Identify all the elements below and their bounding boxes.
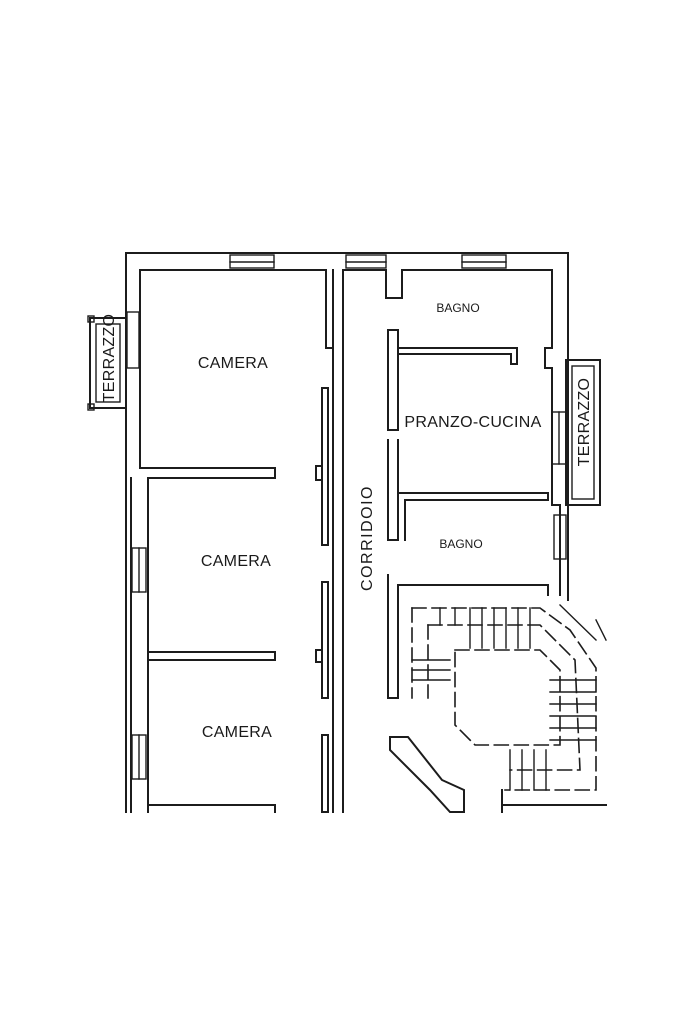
label-corridoio: CORRIDOIO [359, 485, 376, 591]
label-camera-top: CAMERA [198, 355, 268, 372]
label-terrazzo-left: TERRAZZO [101, 314, 118, 403]
windows-top [229, 254, 507, 269]
corridor-walls [315, 269, 344, 813]
room-labels: CAMERA CAMERA CAMERA BAGNO BAGNO PRANZO-… [101, 301, 593, 741]
stairwell [411, 604, 607, 791]
label-pranzo-cucina: PRANZO-CUCINA [404, 414, 541, 431]
label-camera-bot: CAMERA [202, 724, 272, 741]
exterior-walls [125, 252, 569, 813]
label-terrazzo-right: TERRAZZO [576, 378, 593, 467]
left-room-walls [139, 467, 276, 813]
terrace-right [565, 359, 601, 506]
label-camera-mid: CAMERA [201, 553, 271, 570]
label-bagno-top: BAGNO [436, 301, 479, 315]
windows-left [126, 311, 147, 780]
label-bagno-bot: BAGNO [439, 537, 482, 551]
lower-angled-walls [389, 736, 607, 813]
right-room-walls [385, 289, 549, 699]
terrace-left [87, 315, 127, 411]
